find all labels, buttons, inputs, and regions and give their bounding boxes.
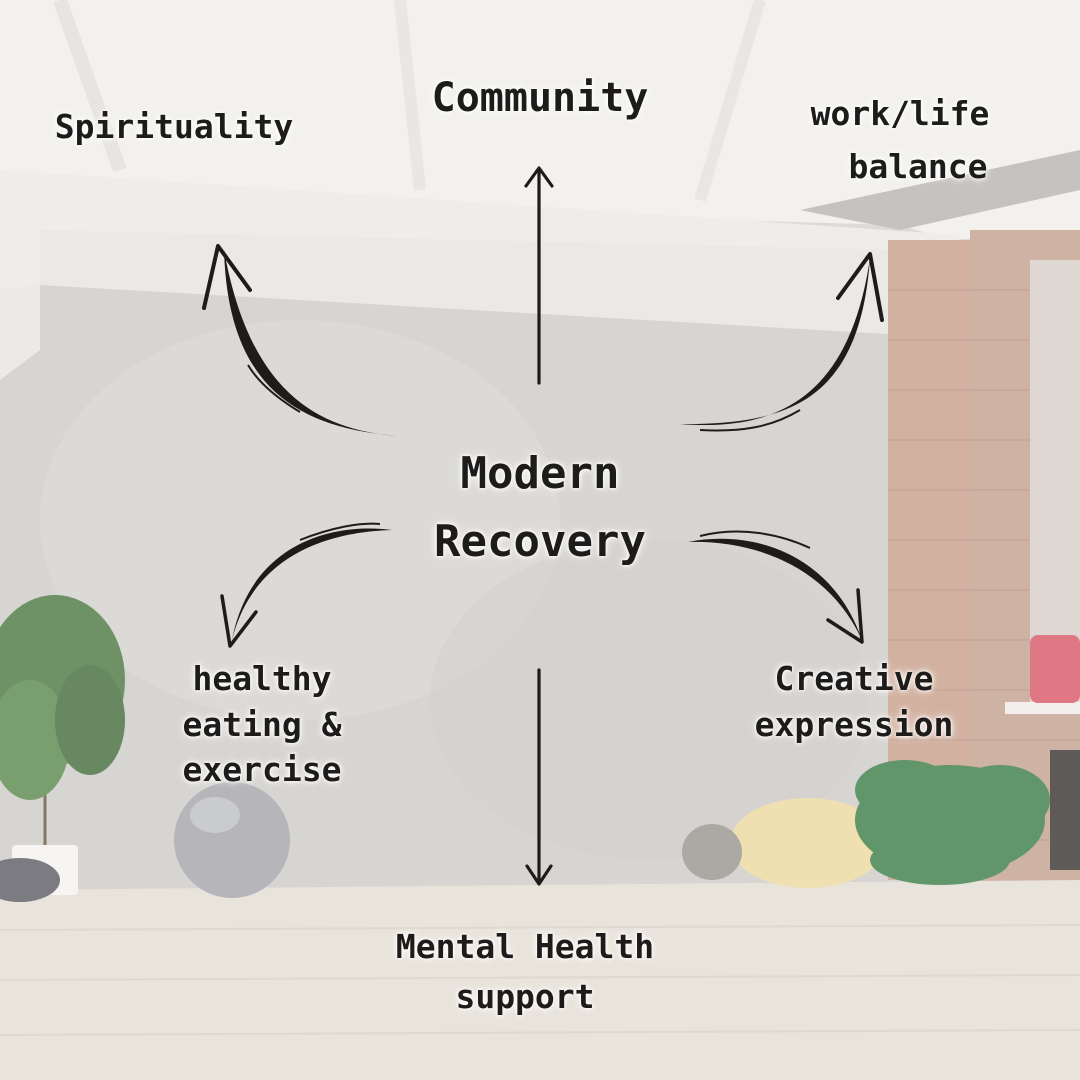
label-mental-line-2: support xyxy=(340,972,710,1022)
label-spirituality: Spirituality xyxy=(14,106,334,149)
label-work-life-line-2: balance xyxy=(770,141,1030,194)
label-mental-line-1: Mental Health xyxy=(340,922,710,972)
label-community-text: Community xyxy=(390,72,690,124)
arrow-to-creative-expression xyxy=(688,532,862,642)
center-label-line-1: Modern xyxy=(390,440,690,508)
arrow-to-work-life-balance xyxy=(680,254,882,430)
center-label-line-2: Recovery xyxy=(390,508,690,576)
label-healthy-line-1: healthy xyxy=(142,656,382,702)
center-label-modern-recovery: Modern Recovery xyxy=(390,440,690,576)
arrow-to-spirituality xyxy=(204,246,398,436)
arrow-to-mental-health xyxy=(527,670,551,884)
label-creative-line-1: Creative xyxy=(714,656,994,702)
label-work-life-balance: work/life balance xyxy=(770,88,1030,194)
label-creative-expression: Creative expression xyxy=(714,656,994,747)
arrow-to-healthy-eating xyxy=(222,524,392,646)
label-healthy-line-3: exercise xyxy=(142,747,382,793)
label-creative-line-2: expression xyxy=(714,702,994,748)
label-mental-health-support: Mental Health support xyxy=(340,922,710,1021)
label-work-life-line-1: work/life xyxy=(770,88,1030,141)
label-healthy-eating-exercise: healthy eating & exercise xyxy=(142,656,382,793)
label-community: Community xyxy=(390,72,690,124)
arrow-to-community xyxy=(526,168,552,383)
label-healthy-line-2: eating & xyxy=(142,702,382,748)
label-spirituality-text: Spirituality xyxy=(14,106,334,149)
